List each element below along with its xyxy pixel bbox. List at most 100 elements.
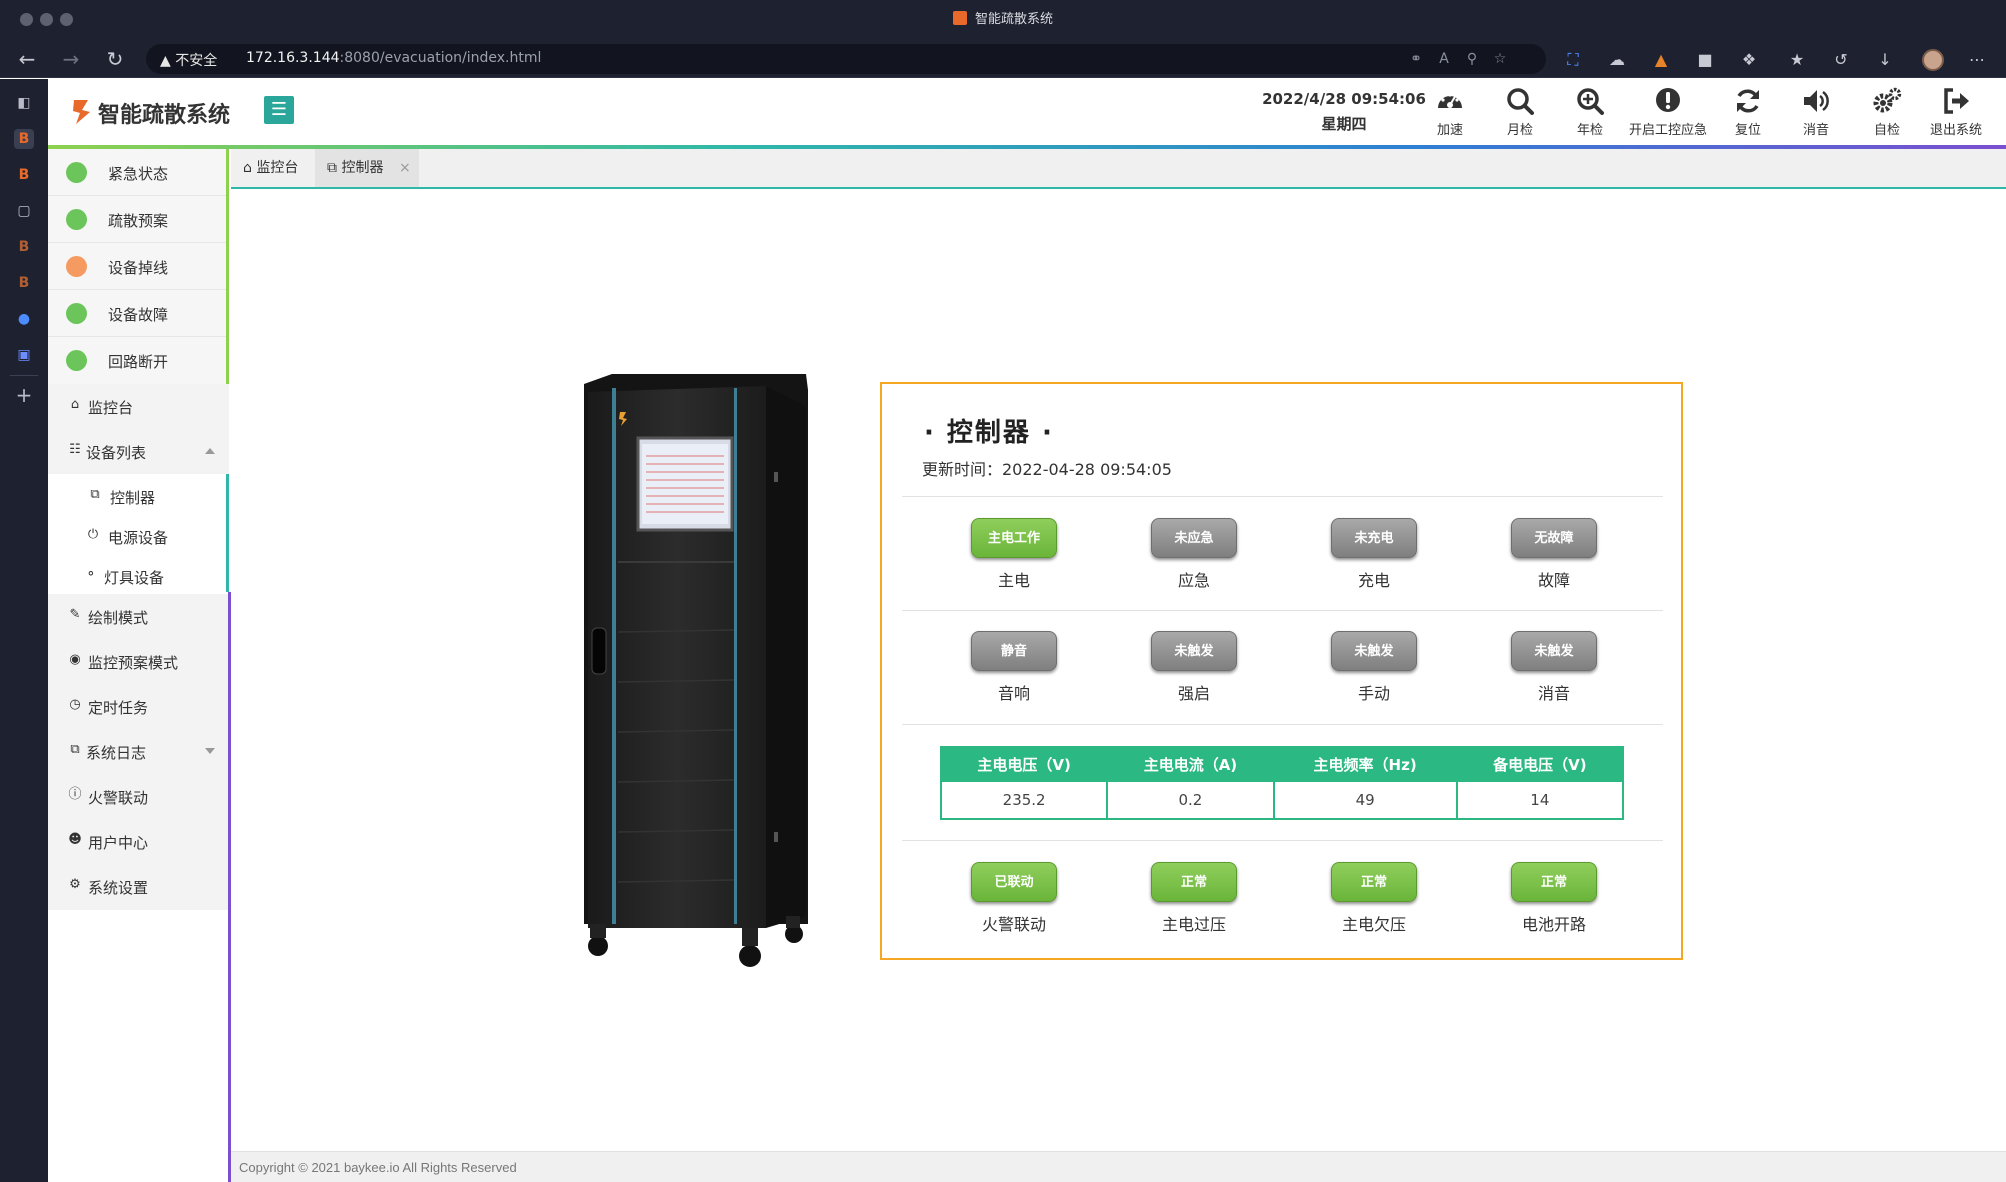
tab-monitor[interactable]: ⌂ 监控台 [231, 149, 313, 187]
status-row-fault[interactable]: 设备故障 [48, 290, 226, 337]
power-readings-table: 主电电压（V) 主电电流（A) 主电频率（Hz) 备电电压（V) 235.2 0… [939, 746, 1625, 820]
key-icon[interactable]: ⚭ [1410, 51, 1422, 67]
read-aloud-icon[interactable]: A [1439, 51, 1449, 67]
tab-app-active-icon[interactable]: B [14, 129, 34, 149]
extension-puzzle-icon[interactable]: ❖ [1741, 50, 1757, 69]
tab-app-icon-3[interactable]: B [18, 275, 30, 291]
speedup-button[interactable]: 加速 [1408, 86, 1492, 142]
extension-fox-icon[interactable]: ▲ [1654, 50, 1668, 69]
forward-icon[interactable]: → [62, 47, 80, 71]
sidebar-item-label: 系统日志 [86, 744, 147, 762]
url-text[interactable]: 172.16.3.144:8080/evacuation/index.html [246, 50, 541, 66]
indicator-force-start: 未触发 [1151, 631, 1237, 671]
extension-box-icon[interactable]: ■ [1697, 50, 1713, 69]
tab-app-icon-2[interactable]: B [18, 239, 30, 255]
sidebar-item-lamp-device[interactable]: ⚬ 灯具设备 [48, 554, 229, 594]
sidebar-item-label: 系统设置 [88, 879, 149, 897]
lightbulb-icon: ⚬ [85, 567, 97, 582]
close-icon[interactable]: × [399, 160, 411, 176]
industrial-emergency-button[interactable]: 开启工控应急 [1626, 86, 1710, 142]
speedometer-icon [1438, 93, 1462, 108]
tab-blue-icon[interactable]: ● [17, 311, 31, 327]
update-time: 更新时间：2022-04-28 09:54:05 [922, 460, 1172, 479]
card-divider [902, 840, 1663, 841]
screenshot-crop-icon[interactable]: ⛶ [1567, 50, 1579, 69]
refresh-icon [1737, 89, 1759, 113]
sidebar-toggle-button[interactable]: ☰ [264, 96, 294, 124]
indicator-label: 音响 [997, 684, 1030, 703]
status-row-offline[interactable]: 设备掉线 [48, 243, 226, 290]
mute-button[interactable]: 消音 [1774, 86, 1858, 142]
indicator-fault: 无故障 [1511, 518, 1597, 558]
sidebar-item-timed-task[interactable]: ◷ 定时任务 [48, 684, 229, 729]
header-gradient-divider [48, 145, 2006, 149]
sidebar-item-settings[interactable]: ⚙ 系统设置 [48, 864, 229, 909]
back-icon[interactable]: ← [18, 47, 36, 71]
favorites-icon[interactable]: ★ [1789, 50, 1805, 69]
sidebar-item-monitor[interactable]: ⌂ 监控台 [48, 384, 229, 429]
history-icon[interactable]: ↺ [1834, 50, 1848, 69]
sidebar-item-system-log[interactable]: ⧉ 系统日志 [48, 729, 229, 774]
monthly-check-button[interactable]: 月检 [1478, 86, 1562, 142]
logout-button[interactable]: 退出系统 [1914, 86, 1998, 142]
card-divider [902, 724, 1663, 725]
window-close-button[interactable] [20, 13, 33, 26]
tab-panel-icon[interactable]: ◧ [17, 95, 31, 111]
indicator-sound: 静音 [971, 631, 1057, 671]
tab-image-icon[interactable]: ▣ [17, 347, 31, 363]
copy-icon: ⧉ [90, 487, 100, 502]
caret-up-icon [205, 448, 215, 454]
download-icon[interactable]: ↓ [1878, 50, 1892, 69]
status-label: 疏散预案 [108, 212, 169, 230]
window-minimize-button[interactable] [40, 13, 53, 26]
zoom-icon[interactable]: ⚲ [1466, 51, 1478, 67]
sidebar-item-label: 监控台 [88, 399, 134, 417]
reload-icon[interactable]: ↻ [106, 47, 124, 71]
status-dot [66, 162, 87, 183]
sidebar-menu: ⌂ 监控台 ☷ 设备列表 ⧉ 控制器 ⏻ 电源设备 ⚬ 灯具设备 ✎ 绘制模式 … [48, 384, 229, 910]
indicator-label: 消音 [1537, 684, 1570, 703]
sidebar-item-label: 定时任务 [88, 699, 149, 717]
status-panel: 紧急状态 疏散预案 设备掉线 设备故障 回路断开 [48, 149, 229, 384]
self-check-button[interactable]: 自检 [1845, 86, 1929, 142]
sidebar-accent-line [228, 592, 231, 1182]
card-divider [902, 610, 1663, 611]
new-tab-plus-icon[interactable]: + [15, 383, 33, 407]
url-path: :8080/evacuation/index.html [339, 50, 542, 66]
address-bar[interactable]: ▲ 不安全 172.16.3.144:8080/evacuation/index… [146, 44, 1546, 74]
mute-label: 消音 [1802, 123, 1829, 138]
gear-icon: ⚙ [69, 877, 81, 892]
status-row-emergency[interactable]: 紧急状态 [48, 149, 226, 196]
zoom-in-icon [1577, 88, 1604, 115]
tab-document-icon[interactable]: ▢ [17, 203, 31, 219]
search-icon [1507, 88, 1534, 115]
sidebar-item-device-list[interactable]: ☷ 设备列表 [48, 429, 229, 474]
reset-button[interactable]: 复位 [1706, 86, 1790, 142]
indicator-charging: 未充电 [1331, 518, 1417, 558]
logout-label: 退出系统 [1929, 123, 1982, 138]
favorite-add-icon[interactable]: ☆ [1493, 51, 1507, 67]
more-menu-icon[interactable]: ⋯ [1969, 50, 1985, 69]
profile-avatar[interactable] [1922, 49, 1944, 71]
sidebar-item-draw-mode[interactable]: ✎ 绘制模式 [48, 594, 229, 639]
extension-cloud-icon[interactable]: ☁ [1609, 50, 1625, 69]
sidebar-item-power-device[interactable]: ⏻ 电源设备 [48, 514, 229, 554]
security-warning[interactable]: ▲ 不安全 [160, 53, 218, 69]
sidebar-item-controller[interactable]: ⧉ 控制器 [48, 474, 229, 514]
sidebar-item-plan-mode[interactable]: ◉ 监控预案模式 [48, 639, 229, 684]
sidebar-item-label: 控制器 [110, 489, 156, 507]
card-title: · 控制器 · [924, 418, 1054, 448]
sidebar-item-fire-link[interactable]: ⓘ 火警联动 [48, 774, 229, 819]
tab-app-icon[interactable]: B [18, 167, 30, 183]
security-label: 不安全 [175, 53, 218, 69]
yearly-check-label: 年检 [1576, 123, 1603, 138]
tab-controller[interactable]: ⧉ 控制器 × [315, 149, 419, 187]
sidebar-item-label: 灯具设备 [104, 569, 165, 587]
status-row-loop-open[interactable]: 回路断开 [48, 337, 226, 384]
sidebar-item-user-center[interactable]: ☻ 用户中心 [48, 819, 229, 864]
status-row-evac-plan[interactable]: 疏散预案 [48, 196, 226, 243]
tab-label: 监控台 [256, 160, 299, 176]
status-label: 设备掉线 [108, 259, 169, 277]
window-zoom-button[interactable] [60, 13, 73, 26]
yearly-check-button[interactable]: 年检 [1548, 86, 1632, 142]
